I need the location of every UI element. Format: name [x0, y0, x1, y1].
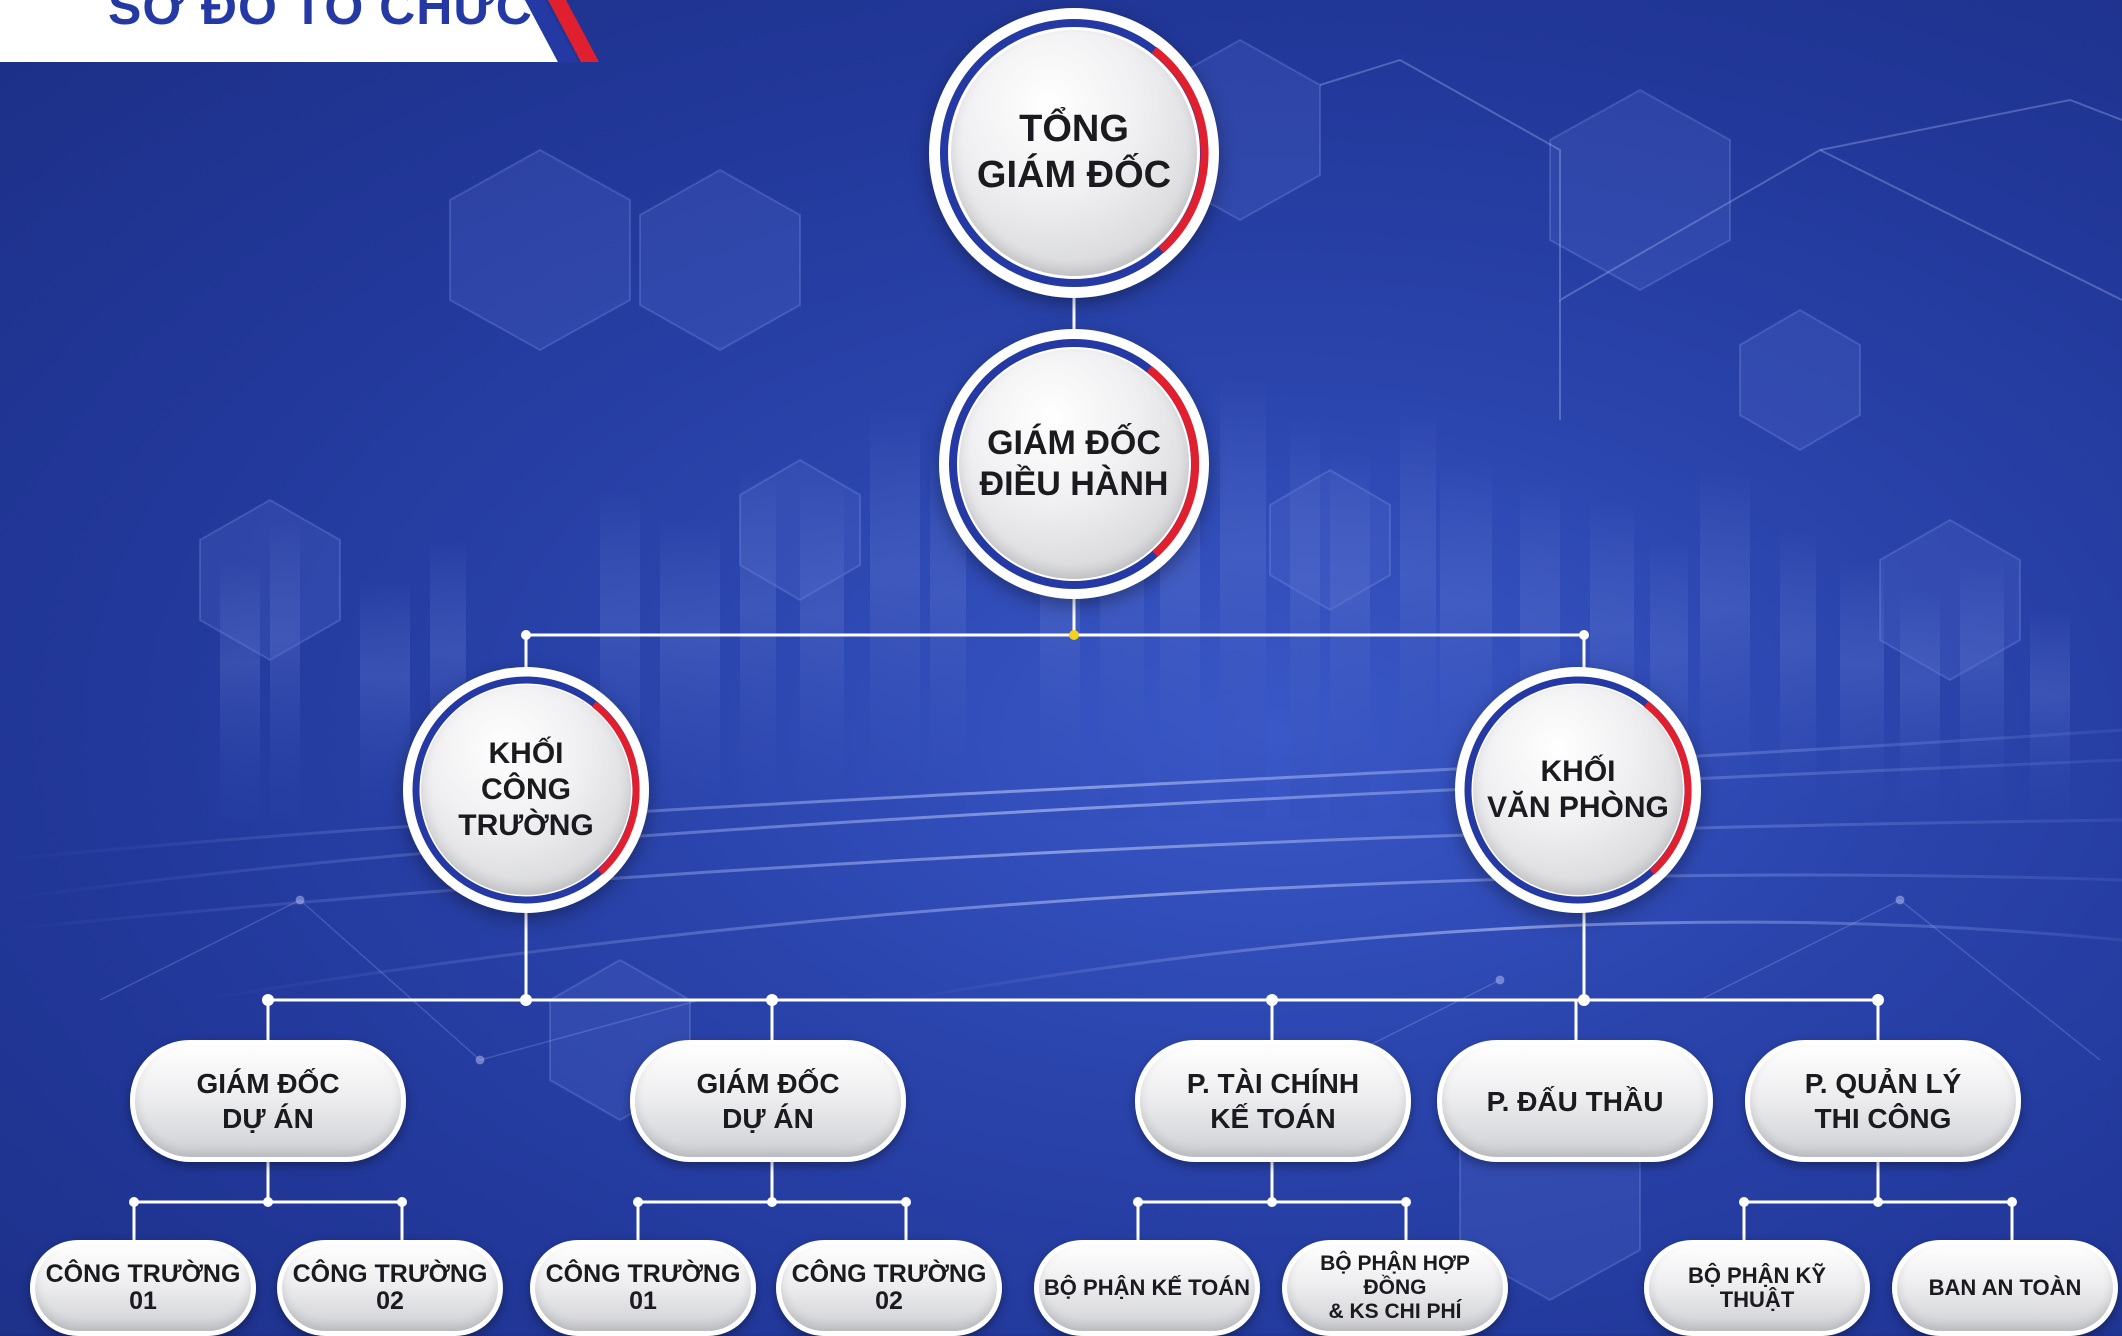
node-site-2-02: CÔNG TRƯỜNG 02	[776, 1240, 1002, 1336]
site-block-label: KHỐI CÔNG TRƯỜNG	[458, 737, 594, 842]
page-title: SƠ ĐỒ TỔ CHỨC	[108, 0, 533, 35]
node-finance-accounting: P. TÀI CHÍNH KẾ TOÁN	[1135, 1040, 1411, 1162]
ring-decoration	[949, 339, 1200, 589]
node-office-block: KHỐI VĂN PHÒNG	[1455, 667, 1701, 913]
node-site-1-01: CÔNG TRƯỜNG 01	[30, 1240, 256, 1336]
title-banner	[0, 0, 599, 62]
node-project-director-2: GIÁM ĐỐC DỰ ÁN	[630, 1040, 906, 1162]
ceo-label: TỔNG GIÁM ĐỐC	[976, 108, 1172, 196]
site-1-02-label: CÔNG TRƯỜNG 02	[292, 1259, 488, 1315]
finance-accounting-label: P. TÀI CHÍNH KẾ TOÁN	[1186, 1068, 1360, 1134]
site-2-02-label: CÔNG TRƯỜNG 02	[791, 1259, 987, 1315]
project-director-1-label: GIÁM ĐỐC DỰ ÁN	[196, 1068, 340, 1134]
technical-dept-label: BỘ PHẬN KỸ THUẬT	[1687, 1262, 1827, 1312]
node-coo: GIÁM ĐỐC ĐIỀU HÀNH	[939, 329, 1209, 599]
safety-board-label: BAN AN TOÀN	[1928, 1274, 2082, 1300]
accounting-dept-label: BỘ PHẬN KẾ TOÁN	[1043, 1274, 1251, 1300]
node-site-1-02: CÔNG TRƯỜNG 02	[277, 1240, 503, 1336]
construction-management-label: P. QUẢN LÝ THI CÔNG	[1804, 1068, 1962, 1134]
site-1-01-label: CÔNG TRƯỜNG 01	[45, 1259, 241, 1315]
node-ceo: TỔNG GIÁM ĐỐC	[929, 8, 1219, 298]
bidding-label: P. ĐẤU THẦU	[1486, 1085, 1664, 1117]
ring-decoration	[412, 676, 640, 904]
site-2-01-label: CÔNG TRƯỜNG 01	[545, 1259, 741, 1315]
node-site-2-01: CÔNG TRƯỜNG 01	[530, 1240, 756, 1336]
node-technical-dept: BỘ PHẬN KỸ THUẬT	[1644, 1240, 1870, 1336]
node-contracts-dept: BỘ PHẬN HỢP ĐỒNG & KS CHI PHÍ	[1282, 1240, 1508, 1336]
node-accounting-dept: BỘ PHẬN KẾ TOÁN	[1034, 1240, 1260, 1336]
project-director-2-label: GIÁM ĐỐC DỰ ÁN	[696, 1068, 840, 1134]
node-project-director-1: GIÁM ĐỐC DỰ ÁN	[130, 1040, 406, 1162]
contracts-dept-label: BỘ PHẬN HỢP ĐỒNG & KS CHI PHÍ	[1320, 1251, 1470, 1324]
node-construction-management: P. QUẢN LÝ THI CÔNG	[1745, 1040, 2021, 1162]
node-safety-board: BAN AN TOÀN	[1892, 1240, 2118, 1336]
node-site-block: KHỐI CÔNG TRƯỜNG	[403, 667, 649, 913]
node-bidding: P. ĐẤU THẦU	[1437, 1040, 1713, 1162]
ring-decoration	[940, 19, 1209, 287]
ring-decoration	[1464, 676, 1692, 904]
office-block-label: KHỐI VĂN PHÒNG	[1487, 755, 1669, 824]
coo-label: GIÁM ĐỐC ĐIỀU HÀNH	[979, 424, 1169, 503]
